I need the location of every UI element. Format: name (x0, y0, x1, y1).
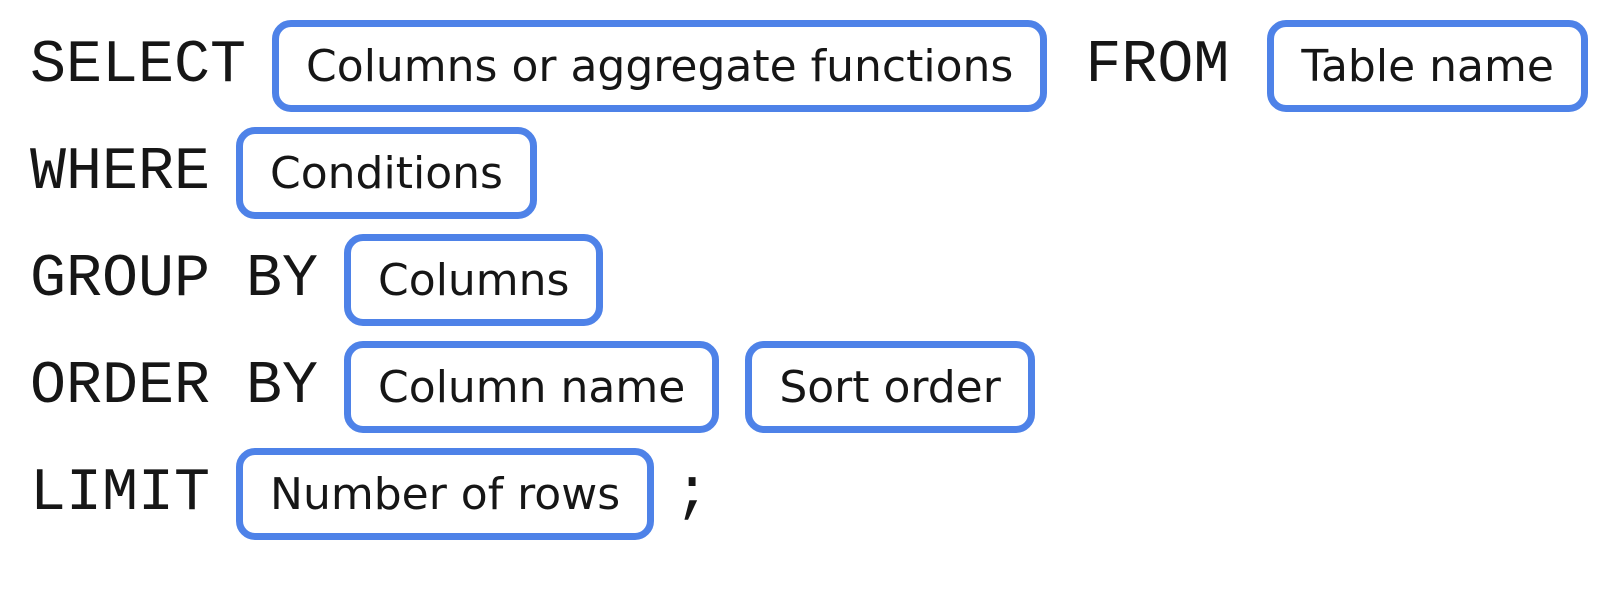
sql-keyword-from: FROM (1085, 32, 1230, 100)
sql-keyword-select: SELECT (30, 32, 247, 100)
placeholder-box-sort-order: Sort order (745, 341, 1035, 433)
placeholder-box-number-of-rows: Number of rows (236, 448, 655, 540)
sql-keyword-order-by: ORDER BY (30, 353, 319, 421)
placeholder-box-column-name: Column name (344, 341, 720, 433)
sql-semicolon: ; (674, 460, 711, 528)
sql-row-select-from: SELECT Columns or aggregate functions FR… (30, 20, 1600, 112)
sql-row-where: WHERE Conditions (30, 127, 1600, 219)
sql-row-group-by: GROUP BY Columns (30, 234, 1600, 326)
sql-syntax-diagram: SELECT Columns or aggregate functions FR… (30, 20, 1600, 540)
sql-row-order-by: ORDER BY Column name Sort order (30, 341, 1600, 433)
sql-row-limit: LIMIT Number of rows ; (30, 448, 1600, 540)
sql-keyword-where: WHERE (30, 139, 211, 207)
sql-keyword-limit: LIMIT (30, 460, 211, 528)
placeholder-box-columns: Columns (344, 234, 604, 326)
placeholder-box-columns-or-aggregate-functions: Columns or aggregate functions (272, 20, 1048, 112)
placeholder-box-conditions: Conditions (236, 127, 537, 219)
sql-keyword-group-by: GROUP BY (30, 246, 319, 314)
placeholder-box-table-name: Table name (1267, 20, 1588, 112)
